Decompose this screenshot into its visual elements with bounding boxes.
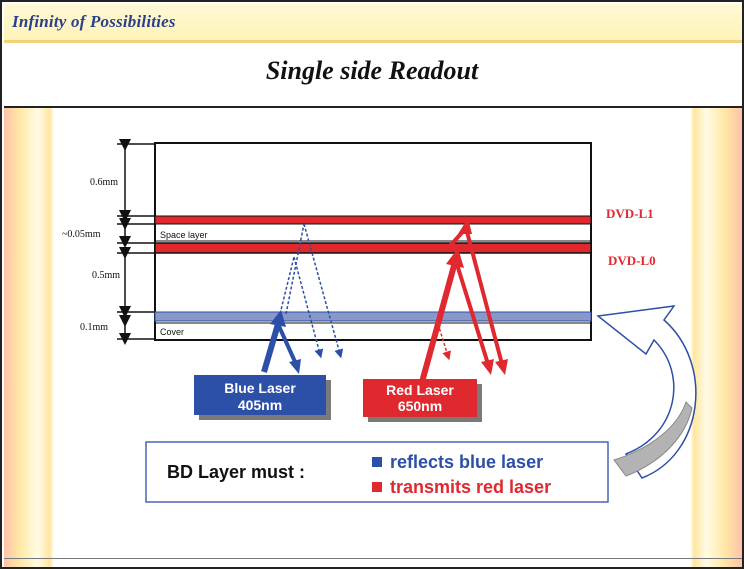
blue-laser-name: Blue Laser <box>224 380 296 396</box>
legend-item-red: transmits red laser <box>390 477 551 497</box>
legend-item-blue: reflects blue laser <box>390 452 543 472</box>
red-laser-wavelength: 650nm <box>398 398 442 414</box>
dim-0-1mm: 0.1mm <box>80 322 108 333</box>
legend-title: BD Layer must : <box>167 462 305 482</box>
dvd-l1-label: DVD-L1 <box>606 206 654 221</box>
legend-box: BD Layer must : reflects blue laser tran… <box>145 441 609 503</box>
dim-0-05mm: ~0.05mm <box>62 229 101 240</box>
dimension-ruler <box>117 139 154 345</box>
blue-laser-wavelength: 405nm <box>238 397 282 413</box>
dvd-l0-label: DVD-L0 <box>608 253 656 268</box>
title-divider <box>4 106 742 108</box>
dim-0-5mm: 0.5mm <box>92 270 120 281</box>
blue-laser-beams <box>261 223 344 374</box>
red-laser-beams <box>419 218 508 383</box>
curved-callout-arrow <box>596 305 697 479</box>
dvd-l1-layer <box>154 215 592 225</box>
red-laser-box: Red Laser 650nm <box>363 379 482 422</box>
dim-0-6mm: 0.6mm <box>90 177 118 188</box>
bottom-divider <box>4 558 742 559</box>
bd-blue-layer <box>154 311 592 322</box>
legend-swatch-blue <box>372 457 382 467</box>
top-banner: Infinity of Possibilities <box>4 4 742 43</box>
slide-title: Single side Readout <box>265 56 479 85</box>
cover-label: Cover <box>160 327 184 337</box>
space-layer-label: Space layer <box>160 230 208 240</box>
dvd-l0-layer <box>154 242 592 254</box>
brand-tagline: Infinity of Possibilities <box>12 12 176 31</box>
legend-swatch-red <box>372 482 382 492</box>
blue-laser-box: Blue Laser 405nm <box>194 375 331 420</box>
red-laser-name: Red Laser <box>386 382 454 398</box>
